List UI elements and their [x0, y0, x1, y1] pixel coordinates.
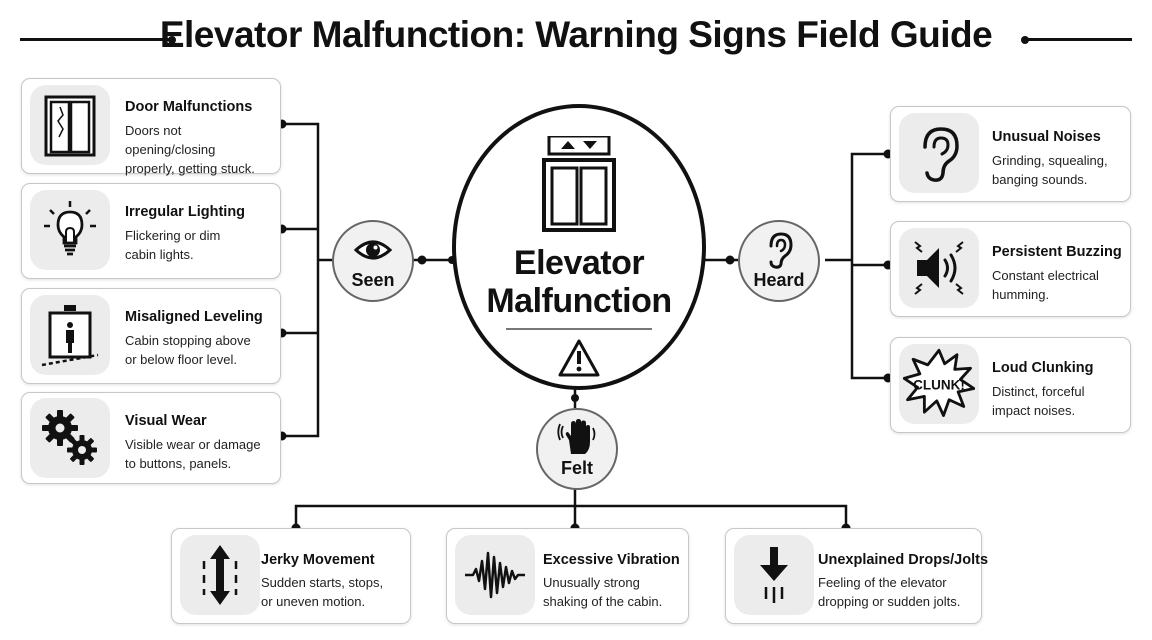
down-arrow-icon	[760, 547, 788, 603]
card-desc-line: or uneven motion.	[261, 594, 366, 609]
card-title: Unexplained Drops/Jolts	[818, 552, 989, 568]
sign-card-misaligned-leveling: Misaligned Leveling Cabin stopping above…	[21, 288, 281, 384]
card-desc: Sudden starts, stops, or uneven motion.	[261, 573, 411, 611]
category-heard: Heard	[738, 220, 820, 302]
lightbulb-icon	[44, 201, 96, 256]
misaligned-cabin-icon	[41, 305, 99, 367]
category-seen: Seen	[332, 220, 414, 302]
cracked-door-icon	[44, 95, 96, 157]
card-desc-line: Unusually strong	[543, 575, 640, 590]
card-icon-box	[30, 190, 110, 270]
card-desc-line: Feeling of the elevator	[818, 575, 947, 590]
elevator-doors-icon	[542, 136, 616, 232]
card-title: Jerky Movement	[261, 552, 375, 568]
card-desc: Unusually strong shaking of the cabin.	[543, 573, 693, 611]
sign-card-irregular-lighting: Irregular Lighting Flickering or dim cab…	[21, 183, 281, 279]
eye-icon	[353, 240, 393, 260]
title-rule-right	[1025, 38, 1132, 41]
card-desc: Doors not opening/closing properly, gett…	[125, 121, 275, 178]
card-icon-box: CLUNK!	[899, 344, 979, 424]
warning-triangle-icon	[558, 339, 600, 377]
card-icon-box	[30, 85, 110, 165]
card-desc-line: Grinding, squealing,	[992, 153, 1108, 168]
card-desc-line: Distinct, forceful	[992, 384, 1085, 399]
card-desc-line: impact noises.	[992, 403, 1076, 418]
card-title: Loud Clunking	[992, 360, 1094, 376]
category-heard-label: Heard	[753, 270, 805, 290]
category-felt-label: Felt	[560, 458, 593, 478]
center-title-line2: Malfunction	[486, 282, 672, 320]
card-desc-line: to buttons, panels.	[125, 456, 232, 471]
card-desc-line: shaking of the cabin.	[543, 594, 663, 609]
page-title: Elevator Malfunction: Warning Signs Fiel…	[159, 14, 993, 55]
up-down-arrow-icon	[202, 545, 238, 605]
sign-card-visual-wear: Visual Wear Visible wear or damage to bu…	[21, 392, 281, 484]
card-icon-box	[30, 295, 110, 375]
vibrating-hand-icon	[557, 419, 596, 454]
clunk-burst-icon: CLUNK!	[903, 348, 975, 417]
card-title: Visual Wear	[125, 413, 207, 429]
speaker-icon	[914, 241, 964, 295]
sign-card-loud-clunking: CLUNK! Loud Clunking Distinct, forceful …	[890, 337, 1131, 433]
card-desc-line: properly, getting stuck.	[125, 161, 255, 176]
card-desc-line: Constant electrical	[992, 268, 1099, 283]
title-rule-left-dot	[168, 35, 176, 44]
card-icon-box	[734, 535, 814, 615]
category-seen-label: Seen	[351, 270, 395, 290]
card-title: Unusual Noises	[992, 129, 1101, 145]
card-desc: Feeling of the elevator dropping or sudd…	[818, 573, 978, 611]
sign-card-unexplained-drops: Unexplained Drops/Jolts Feeling of the e…	[725, 528, 988, 624]
card-desc-line: or below floor level.	[125, 352, 237, 367]
gears-icon	[42, 410, 97, 465]
card-desc: Distinct, forceful impact noises.	[992, 382, 1142, 420]
card-desc-line: Visible wear or damage	[125, 437, 261, 452]
sign-card-persistent-buzzing: Persistent Buzzing Constant electrical h…	[890, 221, 1131, 317]
ear-icon	[769, 232, 793, 269]
card-desc-line: dropping or sudden jolts.	[818, 594, 961, 609]
card-desc-line: cabin lights.	[125, 247, 194, 262]
ear-icon	[923, 127, 959, 182]
sign-card-excessive-vibration: Excessive Vibration Unusually strong sha…	[446, 528, 689, 624]
center-title: Elevator Malfunction	[456, 244, 702, 320]
card-desc: Cabin stopping above or below floor leve…	[125, 331, 275, 369]
card-desc-line: Doors not opening/closing	[125, 123, 216, 157]
category-felt: Felt	[536, 408, 618, 490]
sign-card-unusual-noises: Unusual Noises Grinding, squealing, bang…	[890, 106, 1131, 202]
card-title: Irregular Lighting	[125, 204, 246, 220]
center-hub: Elevator Malfunction	[452, 104, 706, 390]
card-desc-line: humming.	[992, 287, 1050, 302]
card-desc: Flickering or dim cabin lights.	[125, 226, 275, 264]
sign-card-door-malfunctions: Door Malfunctions Doors not opening/clos…	[21, 78, 281, 176]
card-desc-line: Flickering or dim	[125, 228, 221, 243]
card-icon-box	[180, 535, 260, 615]
card-desc: Constant electrical humming.	[992, 266, 1142, 304]
card-icon-box	[899, 228, 979, 308]
card-icon-box	[30, 398, 110, 478]
card-desc-line: banging sounds.	[992, 172, 1088, 187]
clunk-burst-text: CLUNK!	[913, 378, 965, 393]
card-title: Door Malfunctions	[125, 99, 253, 115]
card-icon-box	[899, 113, 979, 193]
sign-card-jerky-movement: Jerky Movement Sudden starts, stops, or …	[171, 528, 411, 624]
card-title: Persistent Buzzing	[992, 244, 1122, 260]
center-title-line1: Elevator	[513, 244, 645, 282]
title-rule-left	[20, 38, 172, 41]
center-divider	[506, 328, 652, 330]
card-desc-line: Sudden starts, stops,	[261, 575, 384, 590]
card-desc: Grinding, squealing, banging sounds.	[992, 151, 1142, 189]
card-title: Excessive Vibration	[543, 552, 680, 568]
card-desc-line: Cabin stopping above	[125, 333, 251, 348]
card-icon-box	[455, 535, 535, 615]
waveform-icon	[465, 551, 525, 599]
card-title: Misaligned Leveling	[125, 309, 263, 325]
card-desc: Visible wear or damage to buttons, panel…	[125, 435, 275, 473]
